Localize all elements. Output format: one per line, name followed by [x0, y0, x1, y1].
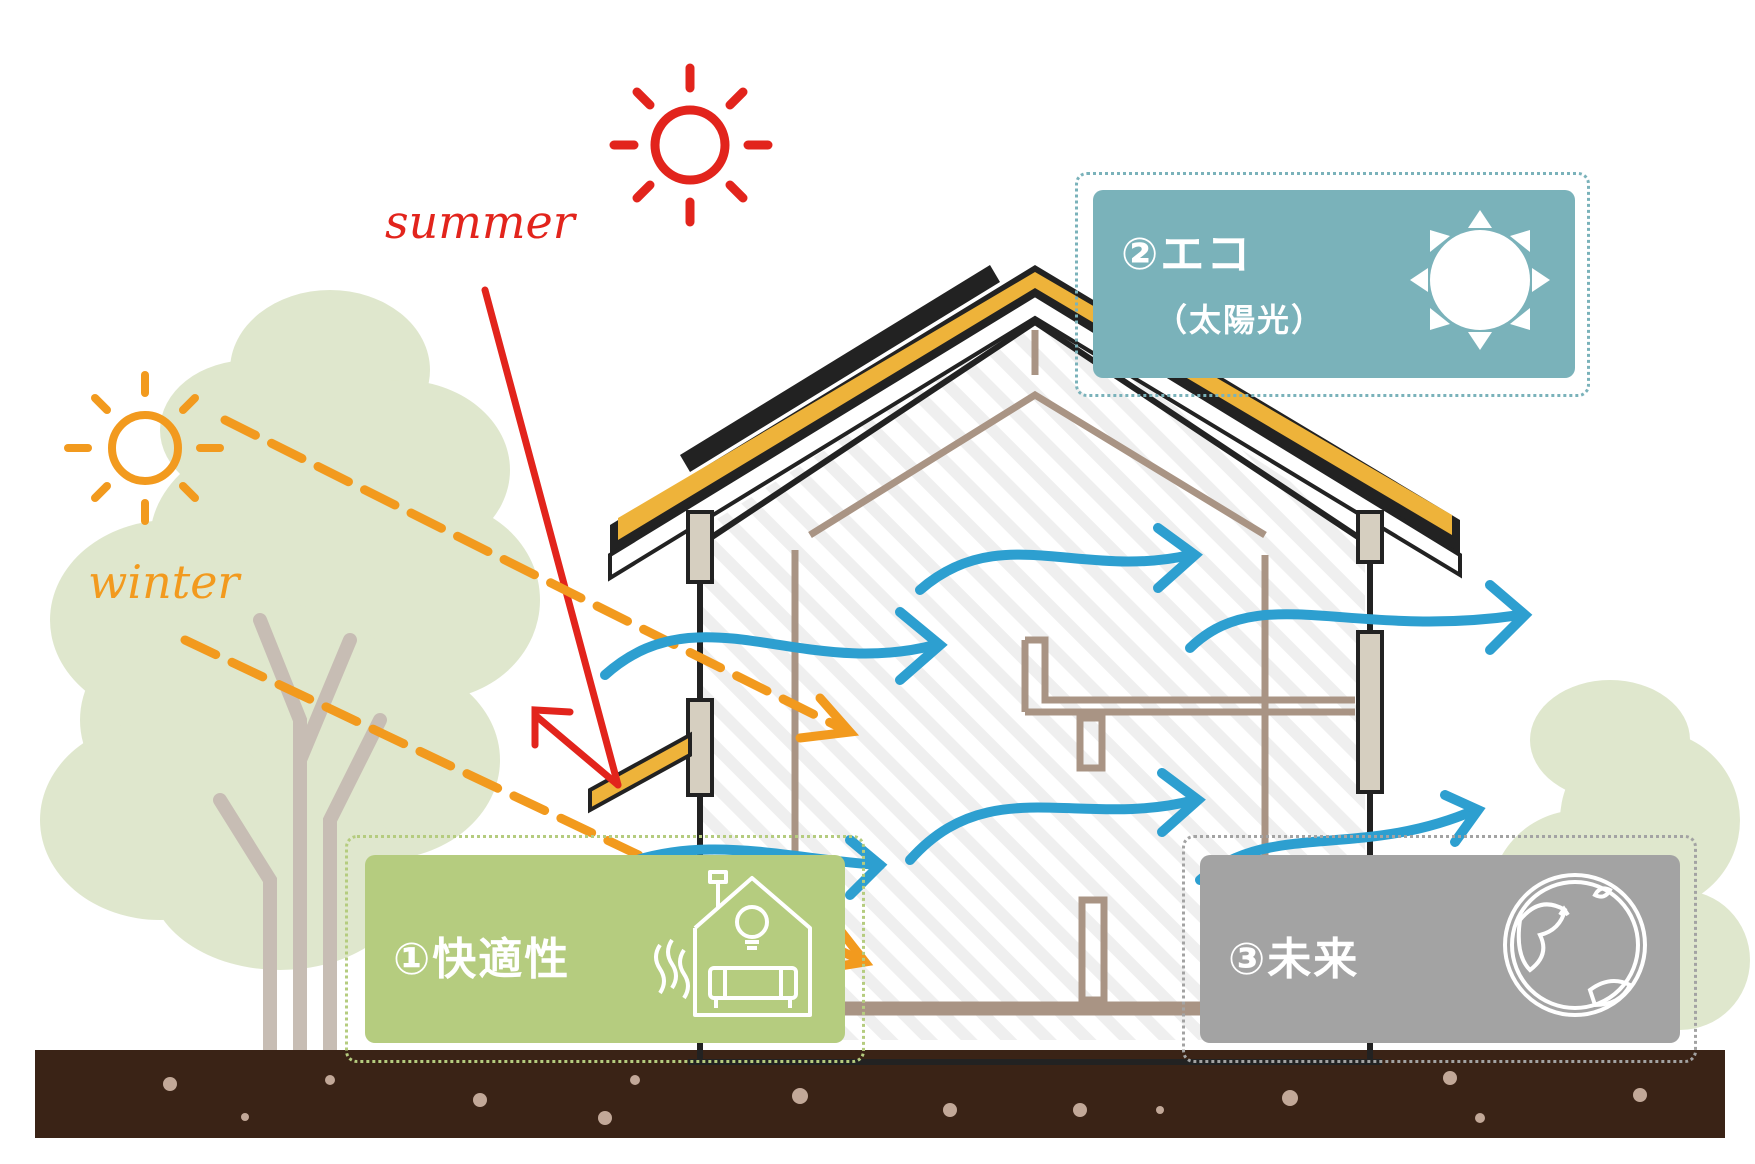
future-card-outline [1182, 835, 1697, 1063]
summer-sun-icon [609, 63, 773, 227]
comfort-card-outline [345, 835, 865, 1063]
future-card: ③未来 [1200, 855, 1680, 1043]
summer-sun-ray [481, 286, 622, 789]
eco-card: ②エコ （太陽光） [1093, 190, 1575, 378]
comfort-card-title: ①快適性 [393, 934, 571, 985]
comfort-card: ①快適性 [365, 855, 845, 1043]
eco-card-subtitle: （太陽光） [1155, 301, 1326, 339]
summer-label: summer [385, 195, 575, 249]
airflow-arrows [600, 523, 1533, 900]
eco-card-outline [1075, 172, 1590, 397]
winter-label: winter [88, 555, 240, 609]
eco-card-title: ②エコ [1121, 229, 1253, 280]
future-card-title: ③未来 [1228, 934, 1360, 985]
winter-sun-icon [64, 371, 224, 525]
tree-trunks [213, 613, 387, 1057]
